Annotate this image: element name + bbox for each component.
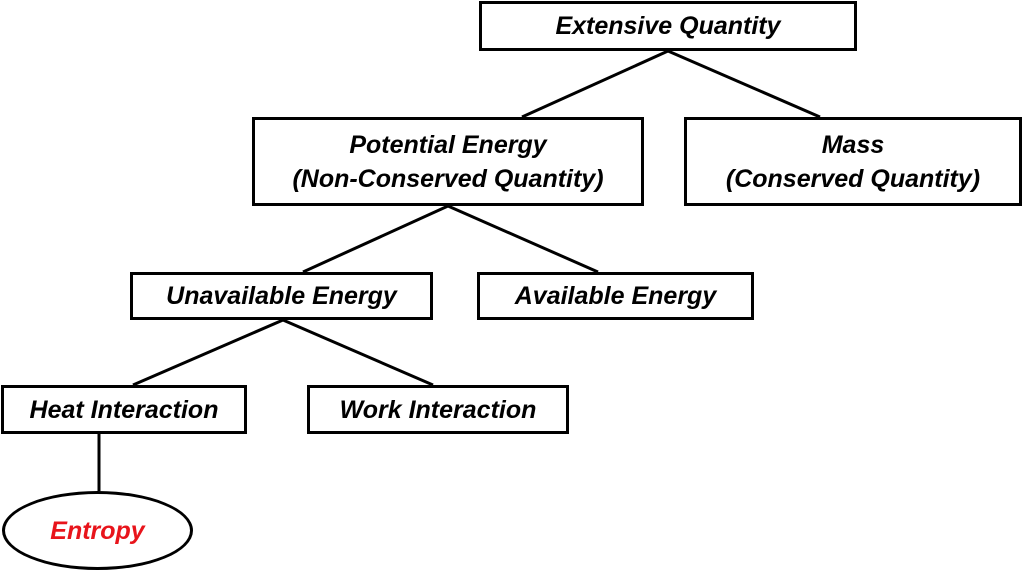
edge-extensive-potential — [521, 49, 669, 119]
node-extensive-quantity: Extensive Quantity — [479, 1, 857, 51]
node-heat-interaction: Heat Interaction — [1, 385, 247, 434]
node-potential-energy-subtitle: (Non-Conserved Quantity) — [292, 164, 604, 193]
node-potential-energy: Potential Energy (Non-Conserved Quantity… — [252, 117, 644, 206]
node-work-interaction-label: Work Interaction — [339, 395, 537, 424]
edge-unavailable-work — [282, 318, 434, 387]
node-unavailable-energy-label: Unavailable Energy — [166, 282, 397, 310]
node-available-energy-label: Available Energy — [514, 282, 717, 310]
edge-potential-unavailable — [302, 204, 449, 274]
node-heat-interaction-label: Heat Interaction — [29, 395, 219, 424]
node-work-interaction: Work Interaction — [307, 385, 569, 434]
node-mass-title: Mass — [821, 130, 885, 159]
edge-unavailable-heat — [132, 318, 284, 387]
node-available-energy: Available Energy — [477, 272, 754, 320]
node-entropy: Entropy — [2, 491, 193, 570]
node-entropy-label: Entropy — [50, 516, 145, 545]
node-extensive-quantity-label: Extensive Quantity — [555, 12, 781, 40]
node-mass: Mass (Conserved Quantity) — [684, 117, 1022, 206]
edge-potential-available — [447, 204, 599, 274]
edge-extensive-mass — [667, 49, 821, 119]
node-unavailable-energy: Unavailable Energy — [130, 272, 433, 320]
node-mass-subtitle: (Conserved Quantity) — [725, 164, 981, 193]
node-potential-energy-title: Potential Energy — [349, 130, 547, 159]
